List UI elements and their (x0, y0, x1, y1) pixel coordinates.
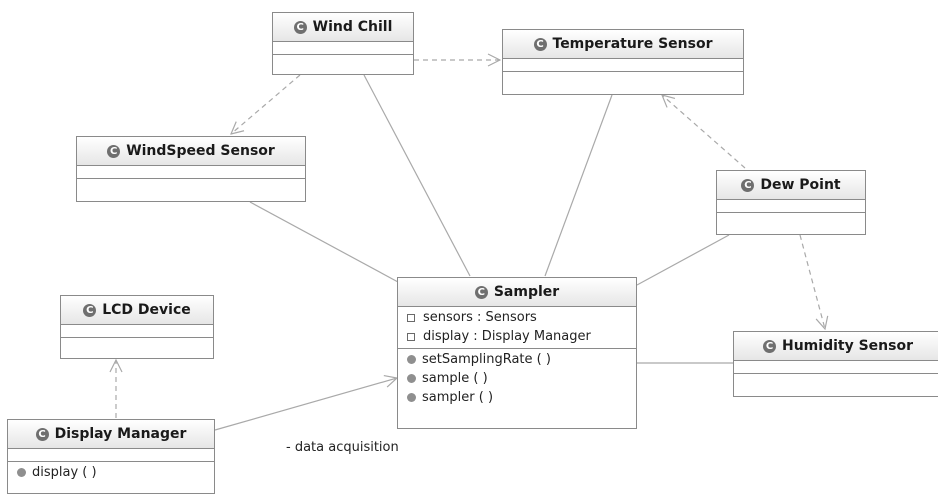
attributes-compartment (61, 325, 213, 338)
method-label: sample ( ) (422, 371, 488, 386)
class-name: Temperature Sensor (552, 36, 713, 52)
operations-compartment (734, 374, 938, 386)
method-row[interactable]: display ( ) (8, 463, 214, 482)
method-label: display ( ) (32, 465, 97, 480)
operations-compartment (503, 72, 743, 84)
method-row[interactable]: setSamplingRate ( ) (398, 350, 636, 369)
class-icon: C (107, 144, 121, 158)
association-windchill-sampler (363, 74, 471, 277)
class-header: C WindSpeed Sensor (77, 137, 305, 166)
class-name: LCD Device (102, 302, 191, 318)
field-row[interactable]: sensors : Sensors (398, 308, 636, 327)
attributes-compartment: sensors : Sensors display : Display Mana… (398, 307, 636, 349)
class-sampler[interactable]: C Sampler sensors : Sensors display : Dis… (397, 277, 637, 429)
public-method-icon (407, 374, 416, 383)
class-name: Wind Chill (312, 19, 393, 35)
operations-compartment: display ( ) (8, 462, 214, 484)
field-label: display : Display Manager (423, 329, 591, 344)
class-icon: C (533, 37, 547, 51)
class-name: Dew Point (760, 177, 841, 193)
class-icon: C (763, 339, 776, 353)
method-row[interactable]: sampler ( ) (398, 388, 636, 407)
class-header: C Sampler (398, 278, 636, 307)
public-method-icon (407, 355, 416, 364)
operations-compartment (77, 179, 305, 191)
class-header: C Display Manager (8, 420, 214, 449)
class-name: Display Manager (54, 426, 187, 442)
field-row[interactable]: display : Display Manager (398, 327, 636, 346)
operations-compartment (273, 55, 413, 67)
method-label: sampler ( ) (422, 390, 494, 405)
class-header: C Dew Point (717, 171, 865, 200)
dependency-dewpoint-to-humidity (799, 234, 825, 329)
class-header: C Humidity Sensor (734, 332, 938, 361)
class-icon: C (474, 285, 488, 299)
class-name: Sampler (493, 284, 560, 300)
class-icon: C (35, 427, 49, 441)
class-windspeed-sensor[interactable]: C WindSpeed Sensor (76, 136, 306, 202)
attributes-compartment (503, 59, 743, 72)
private-field-icon (407, 313, 415, 322)
method-row[interactable]: sample ( ) (398, 369, 636, 388)
attributes-compartment (273, 42, 413, 55)
class-header: C Temperature Sensor (503, 30, 743, 59)
method-label: setSamplingRate ( ) (422, 352, 551, 367)
class-humidity-sensor[interactable]: C Humidity Sensor (733, 331, 938, 397)
class-icon: C (83, 303, 97, 317)
operations-compartment (717, 213, 865, 225)
class-wind-chill[interactable]: C Wind Chill (272, 12, 414, 75)
operations-compartment (61, 338, 213, 350)
attributes-compartment (734, 361, 938, 374)
dependency-dewpoint-to-temperature (662, 95, 746, 169)
class-dew-point[interactable]: C Dew Point (716, 170, 866, 235)
association-displaymanager-sampler (214, 378, 397, 431)
class-name: WindSpeed Sensor (126, 143, 275, 159)
class-name: Humidity Sensor (782, 338, 913, 354)
class-temperature-sensor[interactable]: C Temperature Sensor (502, 29, 744, 95)
public-method-icon (17, 468, 26, 477)
association-dewpoint-sampler (636, 234, 730, 286)
class-header: C LCD Device (61, 296, 213, 325)
association-temperature-sampler (544, 94, 613, 277)
attributes-compartment (8, 449, 214, 462)
attributes-compartment (77, 166, 305, 179)
note-data-acquisition: - data acquisition (286, 440, 399, 455)
attributes-compartment (717, 200, 865, 213)
class-icon: C (741, 178, 755, 192)
field-label: sensors : Sensors (423, 310, 537, 325)
class-icon: C (293, 20, 307, 34)
operations-compartment: setSamplingRate ( ) sample ( ) sampler (… (398, 349, 636, 409)
private-field-icon (407, 332, 415, 341)
dependency-windchill-to-windspeed (231, 74, 301, 134)
class-header: C Wind Chill (273, 13, 413, 42)
class-display-manager[interactable]: C Display Manager display ( ) (7, 419, 215, 494)
public-method-icon (407, 393, 416, 402)
association-windspeed-sampler (249, 201, 399, 283)
class-lcd-device[interactable]: C LCD Device (60, 295, 214, 359)
